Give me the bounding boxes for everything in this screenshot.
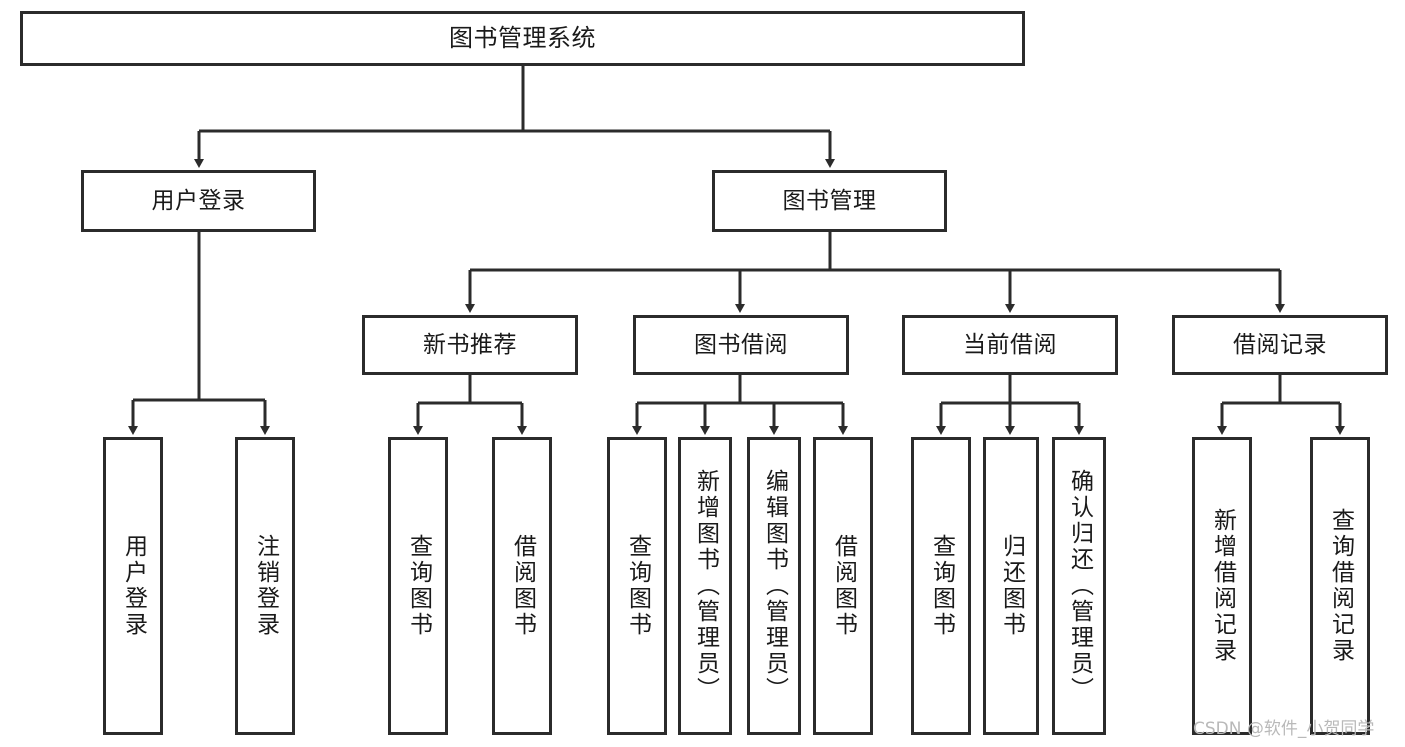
- node-label: 借阅图书: [509, 534, 536, 638]
- node-new-book-recommend[interactable]: 新书推荐: [362, 315, 578, 375]
- node-book-borrow[interactable]: 图书借阅: [633, 315, 849, 375]
- node-label: 注销登录: [252, 534, 279, 638]
- node-leaf-query-book-borrow[interactable]: 查询图书: [607, 437, 667, 735]
- node-leaf-return-book[interactable]: 归还图书: [983, 437, 1039, 735]
- node-label: 查询图书: [405, 534, 432, 638]
- node-leaf-query-book-recommend[interactable]: 查询图书: [388, 437, 448, 735]
- node-leaf-borrow-book-recommend[interactable]: 借阅图书: [492, 437, 552, 735]
- node-user-login[interactable]: 用户登录: [81, 170, 316, 232]
- node-label: 新增图书（管理员）: [692, 469, 719, 703]
- node-borrow-record[interactable]: 借阅记录: [1172, 315, 1388, 375]
- node-leaf-borrow-book[interactable]: 借阅图书: [813, 437, 873, 735]
- node-label: 用户登录: [120, 534, 147, 638]
- csdn-watermark: CSDN @软件_小贺同学: [1193, 719, 1375, 739]
- node-leaf-add-borrow-record[interactable]: 新增借阅记录: [1192, 437, 1252, 735]
- node-label: 查询图书: [624, 534, 651, 638]
- node-label: 借阅图书: [830, 534, 857, 638]
- node-label: 新增借阅记录: [1209, 508, 1236, 664]
- node-label: 图书管理系统: [449, 23, 596, 52]
- node-label: 用户登录: [151, 187, 246, 214]
- node-label: 新书推荐: [423, 331, 517, 358]
- node-leaf-logout[interactable]: 注销登录: [235, 437, 295, 735]
- node-leaf-add-book-admin[interactable]: 新增图书（管理员）: [678, 437, 732, 735]
- node-current-borrow[interactable]: 当前借阅: [902, 315, 1118, 375]
- node-leaf-query-borrow-record[interactable]: 查询借阅记录: [1310, 437, 1370, 735]
- node-leaf-query-book-current[interactable]: 查询图书: [911, 437, 971, 735]
- node-root-system[interactable]: 图书管理系统: [20, 11, 1025, 66]
- node-label: 借阅记录: [1233, 331, 1327, 358]
- node-label: 归还图书: [998, 534, 1025, 638]
- node-label: 查询图书: [928, 534, 955, 638]
- node-label: 编辑图书（管理员）: [761, 469, 788, 703]
- node-leaf-edit-book-admin[interactable]: 编辑图书（管理员）: [747, 437, 801, 735]
- node-label: 当前借阅: [963, 331, 1057, 358]
- node-book-management[interactable]: 图书管理: [712, 170, 947, 232]
- node-leaf-user-login[interactable]: 用户登录: [103, 437, 163, 735]
- node-label: 查询借阅记录: [1327, 508, 1354, 664]
- node-label: 图书管理: [782, 187, 877, 214]
- node-leaf-confirm-return-admin[interactable]: 确认归还（管理员）: [1052, 437, 1106, 735]
- node-label: 确认归还（管理员）: [1066, 469, 1093, 703]
- node-label: 图书借阅: [694, 331, 788, 358]
